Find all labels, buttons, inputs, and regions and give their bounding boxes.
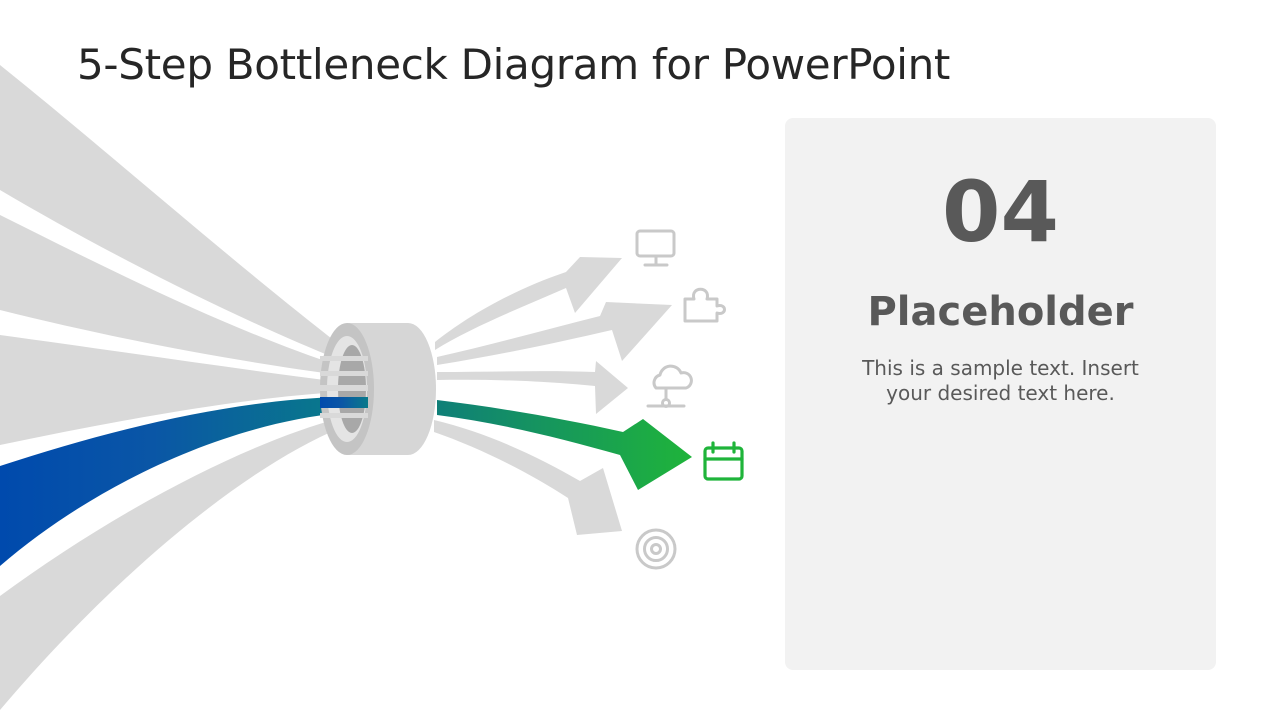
output-arrow-2 (437, 302, 672, 365)
step-detail-panel: 04 Placeholder This is a sample text. In… (785, 118, 1216, 670)
puzzle-icon (683, 287, 726, 323)
calendar-icon (703, 441, 744, 481)
step-number: 04 (942, 163, 1059, 261)
incoming-stream-1 (0, 65, 340, 360)
step-description: This is a sample text. Insert your desir… (862, 356, 1139, 405)
incoming-stream-4 (0, 397, 340, 566)
target-icon (635, 528, 677, 570)
bottleneck-ring (320, 323, 436, 455)
output-arrow-5 (434, 420, 622, 535)
cloud-network-icon (646, 364, 693, 408)
incoming-stream-3 (0, 335, 340, 445)
incoming-stream-5 (0, 418, 340, 710)
incoming-stream-2 (0, 215, 340, 375)
bottleneck-diagram (0, 65, 744, 710)
output-arrow-4 (437, 400, 692, 490)
slide-title: 5-Step Bottleneck Diagram for PowerPoint (77, 40, 951, 89)
monitor-icon (635, 229, 676, 267)
output-arrow-3 (437, 361, 628, 414)
output-arrow-1 (435, 257, 622, 350)
step-heading: Placeholder (867, 289, 1134, 335)
